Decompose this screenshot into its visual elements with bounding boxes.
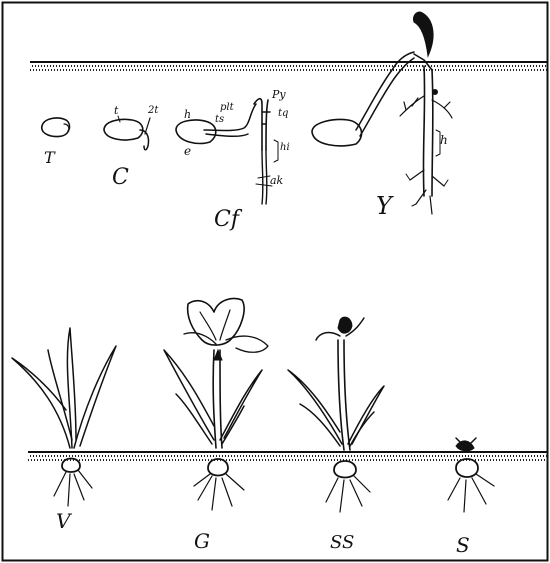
- stage-s-plant: [448, 438, 494, 512]
- annotation-c-t: t: [114, 104, 119, 117]
- annotation-cf-plt: plt: [220, 102, 235, 113]
- stage-v-plant: [12, 328, 116, 506]
- stage-g-plant: [164, 299, 268, 511]
- annotation-cf-tq: tq: [278, 108, 288, 119]
- annotation-cf-py: Py: [271, 88, 286, 101]
- stage-label-s: S: [456, 533, 470, 557]
- stage-ss-plant: [288, 317, 384, 512]
- annotation-cf-ak: ak: [270, 174, 284, 187]
- stage-label-c: C: [112, 165, 129, 190]
- stage-label-y: Y: [376, 192, 394, 220]
- stage-label-v: V: [56, 509, 73, 533]
- annotation-c-2t: 2t: [147, 105, 159, 116]
- stage-y-seedling: [312, 12, 452, 214]
- stage-label-ss: SS: [330, 532, 354, 553]
- stage-label-t: T: [44, 148, 56, 167]
- annotation-y-h: h: [440, 133, 448, 147]
- upper-soil-line: [30, 62, 548, 70]
- annotation-cf-hi: hi: [280, 142, 290, 153]
- annotation-cf-ts: ts: [215, 114, 224, 125]
- annotation-cf-h: h: [184, 108, 191, 121]
- stage-label-cf: Cf: [214, 207, 243, 232]
- annotation-cf-e: e: [184, 144, 191, 158]
- stage-c-seed: [104, 116, 150, 150]
- stage-cf-seedling: [176, 99, 278, 204]
- stage-label-g: G: [194, 529, 210, 553]
- stage-t-seed: [42, 118, 70, 137]
